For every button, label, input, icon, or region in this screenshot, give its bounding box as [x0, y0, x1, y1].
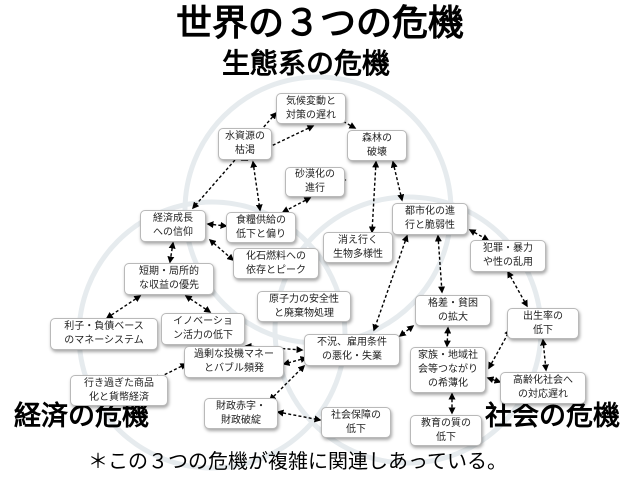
node-climate: 気候変動と 対策の遅れ	[276, 93, 346, 124]
node-inequality: 格差・貧困 の拡大	[415, 295, 491, 326]
connection-arrow-10	[208, 239, 235, 261]
connection-arrow-22	[184, 295, 212, 313]
society-crisis-title: 社会の危機	[485, 401, 620, 432]
node-security: 社会保障の 低下	[321, 407, 391, 438]
node-urban: 都市化の進 行と脆弱性	[392, 203, 468, 235]
connection-arrow-7	[281, 197, 312, 213]
connection-arrow-17	[540, 338, 549, 372]
connection-arrow-24	[282, 356, 308, 366]
node-nuclear: 原子力の安全性 と廃棄物処理	[257, 291, 351, 322]
connection-arrow-13	[468, 229, 490, 241]
connection-arrow-14	[372, 234, 409, 332]
connection-arrow-6	[250, 160, 263, 212]
main-title: 世界の３つの危機	[175, 2, 464, 44]
node-family: 家族・地域社 会等つながり の希薄化	[410, 347, 486, 393]
connection-arrow-16	[507, 270, 528, 308]
node-growth: 経済成長 への信仰	[140, 210, 206, 242]
node-education: 教育の質の 低下	[410, 415, 482, 446]
connection-arrow-15	[443, 326, 452, 348]
footnote: ＊この３つの危機が複雑に関連しあっている。	[88, 449, 507, 473]
node-speculation: 過剰な投機マネー とバブル頻発	[184, 346, 284, 378]
node-recession: 不況、雇用条件 の悪化・失業	[304, 334, 400, 366]
connection-arrow-26	[152, 363, 188, 381]
ecology-crisis-title: 生態系の危機	[222, 47, 391, 80]
node-forest: 森林の 破壊	[347, 130, 407, 161]
node-commodity: 行き過ぎた商品 化と貨幣経済	[70, 375, 168, 406]
connection-arrow-28	[268, 364, 306, 402]
connection-arrow-21	[105, 295, 142, 319]
node-aging: 高齢化社会へ の対応遅れ	[500, 372, 586, 404]
connection-arrow-27	[276, 409, 322, 423]
node-fossil: 化石燃料への 依存とピーク	[233, 248, 319, 279]
connection-arrow-8	[390, 160, 405, 202]
node-shortterm: 短期・局所的 な収益の優先	[124, 263, 214, 295]
node-fiscal: 財政赤字・ 財政破綻	[204, 398, 278, 429]
connection-arrow-12	[434, 234, 446, 294]
connection-arrow-18	[488, 328, 511, 370]
connection-arrow-4	[368, 160, 380, 234]
node-innovation: イノベーショ ン活力の低下	[161, 313, 245, 345]
economy-crisis-title: 経済の危機	[14, 401, 149, 432]
connection-arrow-23	[398, 325, 415, 337]
node-interest: 利子・負債ベース のマネーシステム	[50, 318, 158, 350]
node-birthrate: 出生率の 低下	[507, 308, 579, 339]
connection-arrow-11	[167, 241, 176, 264]
connection-arrow-20	[486, 376, 502, 384]
node-food: 食糧供給の 低下と偏り	[226, 212, 296, 243]
node-species: 消え行く 生物多様性	[323, 232, 393, 263]
connection-arrow-1	[240, 125, 315, 161]
node-desert: 砂漠化の 進行	[285, 167, 345, 197]
node-crime: 犯罪・暴力 や性の乱用	[470, 240, 546, 272]
connection-arrow-9	[206, 221, 228, 229]
node-water: 水資源の 枯渇	[218, 128, 272, 160]
